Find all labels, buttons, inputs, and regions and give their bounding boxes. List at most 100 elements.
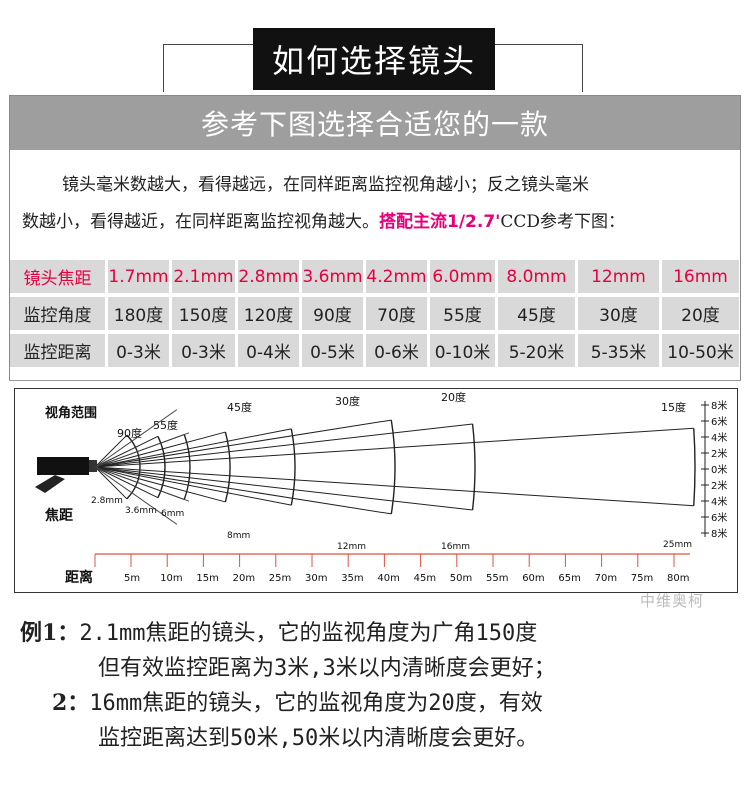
distance-tick-label: 15m xyxy=(196,573,218,584)
page-title: 如何选择镜头 xyxy=(253,28,495,90)
focal-mark-label: 6mm xyxy=(161,509,184,519)
focal-cell: 6.0mm xyxy=(430,260,495,293)
example-1-text: 2.1mm焦距的镜头，它的监视角度为广角150度 xyxy=(79,621,538,646)
beam-arc xyxy=(290,428,296,506)
camera-lens xyxy=(89,460,97,472)
example-2-line-2: 监控距离达到50米,50米以内清晰度会更好。 xyxy=(98,726,539,751)
angle-cell: 20度 xyxy=(662,297,739,330)
width-scale-label: 4米 xyxy=(711,495,727,508)
distance-tick-label: 25m xyxy=(269,573,291,584)
distance-tick-label: 45m xyxy=(414,573,436,584)
focal-mark-label: 2.8mm xyxy=(91,496,123,506)
focal-mark-label: 25mm xyxy=(663,540,692,550)
title-rule-left xyxy=(163,44,253,45)
angle-cell: 45度 xyxy=(498,297,575,330)
row-label-angle: 监控角度 xyxy=(10,297,105,330)
focal-cell: 12mm xyxy=(578,260,659,293)
distance-cell: 0-3米 xyxy=(172,334,235,367)
focal-cell: 2.8mm xyxy=(238,260,299,293)
divider xyxy=(9,380,741,381)
beam-edge-bottom xyxy=(94,466,292,506)
beam-arc xyxy=(157,436,166,498)
distance-tick-label: 70m xyxy=(595,573,617,584)
distance-tick-label: 80m xyxy=(667,573,689,584)
distance-cell: 5-20米 xyxy=(498,334,575,367)
title-rule-right xyxy=(495,44,583,45)
beam-edge-top xyxy=(94,428,292,468)
angle-label: 30度 xyxy=(335,394,360,408)
width-scale-label: 2米 xyxy=(711,479,727,492)
distance-cell: 0-4米 xyxy=(238,334,299,367)
distance-cell: 10-50米 xyxy=(662,334,739,367)
angle-cell: 150度 xyxy=(172,297,235,330)
width-scale-label: 4米 xyxy=(711,431,727,444)
example-2-text: 16mm焦距的镜头，它的监视角度为20度，有效 xyxy=(89,691,543,716)
fan-line xyxy=(94,409,178,468)
distance-cell: 0-3米 xyxy=(108,334,169,367)
intro-line-2-text: 数越小，看得越近，在同样距离监控视角越大。 xyxy=(22,212,379,232)
beam-edge-bottom xyxy=(94,466,694,507)
distance-tick-label: 20m xyxy=(233,573,255,584)
angle-cell: 90度 xyxy=(302,297,363,330)
example-1-line-1: 例1：2.1mm焦距的镜头，它的监视角度为广角150度 xyxy=(20,615,537,647)
focal-mark-label: 3.6mm xyxy=(125,506,157,516)
width-scale-label: 8米 xyxy=(711,399,727,412)
example-1-line-2: 但有效监控距离为3米,3米以内清晰度会更好； xyxy=(98,656,556,681)
angle-label: 20度 xyxy=(441,390,466,404)
distance-tick-label: 75m xyxy=(631,573,653,584)
focal-cell: 8.0mm xyxy=(498,260,575,293)
angle-label: 90度 xyxy=(117,426,142,440)
example-1-label: 例1： xyxy=(20,620,80,646)
row-label-focal: 镜头焦距 xyxy=(10,260,105,293)
distance-tick-label: 10m xyxy=(160,573,182,584)
focal-label: 焦距 xyxy=(44,507,73,524)
angle-label: 15度 xyxy=(661,400,686,414)
intro-highlight: 搭配主流1/2.7' xyxy=(379,212,501,232)
angle-cell: 180度 xyxy=(108,297,169,330)
intro-line-2-tail: CCD参考下图： xyxy=(500,212,626,232)
focal-cell: 4.2mm xyxy=(366,260,427,293)
width-scale-label: 0米 xyxy=(711,463,727,476)
fan-line xyxy=(94,466,178,525)
beam-arc xyxy=(183,434,191,500)
example-2-label: 2： xyxy=(52,690,90,716)
intro-line-1: 镜头毫米数越大，看得越远，在同样距离监控视角越小；反之镜头毫米 xyxy=(62,175,589,195)
distance-tick-label: 60m xyxy=(522,573,544,584)
distance-tick-label: 55m xyxy=(486,573,508,584)
fan-line xyxy=(94,466,190,502)
beam-arc xyxy=(693,428,696,506)
watermark: 中维奥柯 xyxy=(640,592,705,610)
focal-mark-label: 8mm xyxy=(227,531,250,541)
subtitle-banner: 参考下图选择合适您的一款 xyxy=(10,96,740,150)
distance-cell: 0-5米 xyxy=(302,334,363,367)
camera-mount xyxy=(35,475,65,493)
beam-edge-bottom xyxy=(94,466,473,511)
distance-cell: 0-6米 xyxy=(366,334,427,367)
distance-cell: 0-10米 xyxy=(430,334,495,367)
beam-edge-bottom xyxy=(94,466,226,503)
distance-tick-label: 50m xyxy=(450,573,472,584)
focal-mark-label: 16mm xyxy=(441,542,470,552)
beam-arc xyxy=(224,431,231,503)
focal-cell: 3.6mm xyxy=(302,260,363,293)
angle-label: 55度 xyxy=(153,418,178,432)
beam-edge-bottom xyxy=(94,466,159,499)
beam-edge-bottom xyxy=(94,466,128,500)
title-tick-right xyxy=(582,44,583,92)
view-range-label: 视角范围 xyxy=(45,405,97,421)
width-scale-label: 6米 xyxy=(711,511,727,524)
distance-cell: 5-35米 xyxy=(578,334,659,367)
distance-tick-label: 30m xyxy=(305,573,327,584)
beam-edge-top xyxy=(94,434,128,468)
row-label-distance: 监控距离 xyxy=(10,334,105,367)
angle-label: 45度 xyxy=(227,400,252,414)
fan-line xyxy=(94,432,190,468)
distance-tick-label: 40m xyxy=(377,573,399,584)
angle-cell: 30度 xyxy=(578,297,659,330)
width-scale-label: 8米 xyxy=(711,527,727,540)
example-2-line-1: 2：16mm焦距的镜头，它的监视角度为20度，有效 xyxy=(52,685,543,717)
angle-cell: 120度 xyxy=(238,297,299,330)
focal-cell: 1.7mm xyxy=(108,260,169,293)
